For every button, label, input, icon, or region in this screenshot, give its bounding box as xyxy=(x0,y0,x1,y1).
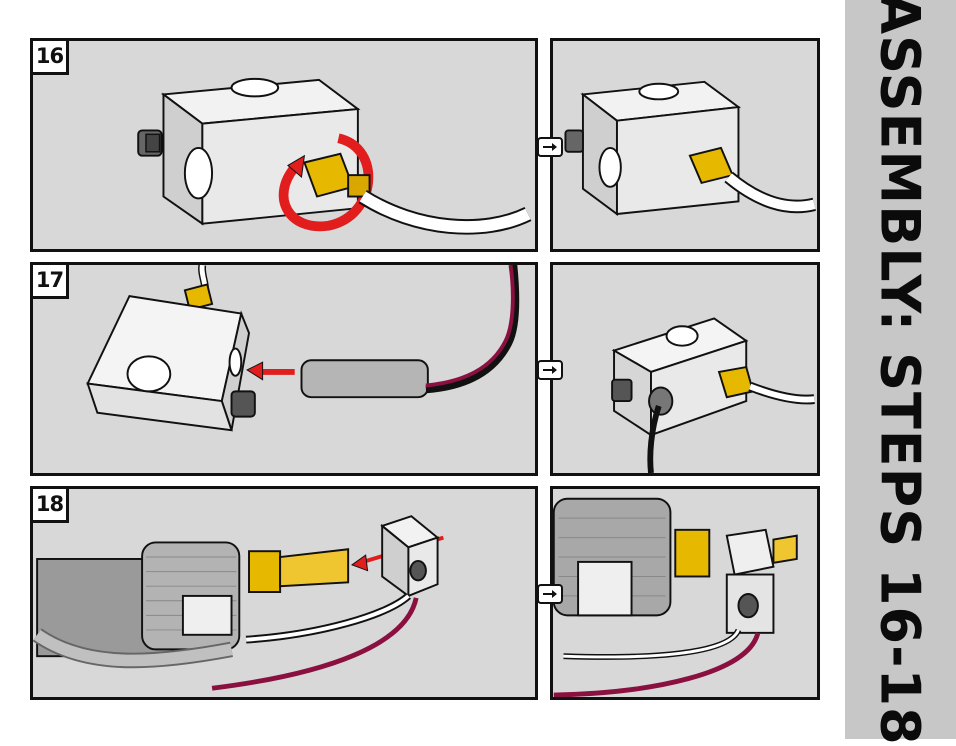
step-16-panel: 16 xyxy=(30,38,538,252)
step-16-result-panel xyxy=(550,38,820,252)
next-arrow-step-18 xyxy=(537,584,563,604)
step-17-illustration xyxy=(86,265,520,432)
step-17-result-illustration xyxy=(611,317,815,473)
step-18-result-illustration xyxy=(553,497,798,697)
step-18-result-panel xyxy=(550,486,820,700)
step-number-badge: 16 xyxy=(33,41,69,75)
step-18-panel: 18 xyxy=(30,486,538,700)
sidebar: ASSEMBLY: STEPS 16-18 xyxy=(845,0,956,746)
step-17-result-panel xyxy=(550,262,820,476)
right-arrow-icon xyxy=(543,590,557,598)
step-18-illustration xyxy=(33,515,444,691)
right-arrow-icon xyxy=(543,143,557,151)
step-17-panel: 17 xyxy=(30,262,538,476)
step-number-badge: 17 xyxy=(33,265,69,299)
next-arrow-step-17 xyxy=(537,360,563,380)
step-number-badge: 18 xyxy=(33,489,69,523)
step-16-result-illustration xyxy=(564,80,816,216)
page-title: ASSEMBLY: STEPS 16-18 xyxy=(868,0,932,746)
step-16-illustration xyxy=(137,77,532,235)
right-arrow-icon xyxy=(543,366,557,374)
next-arrow-step-16 xyxy=(537,137,563,157)
